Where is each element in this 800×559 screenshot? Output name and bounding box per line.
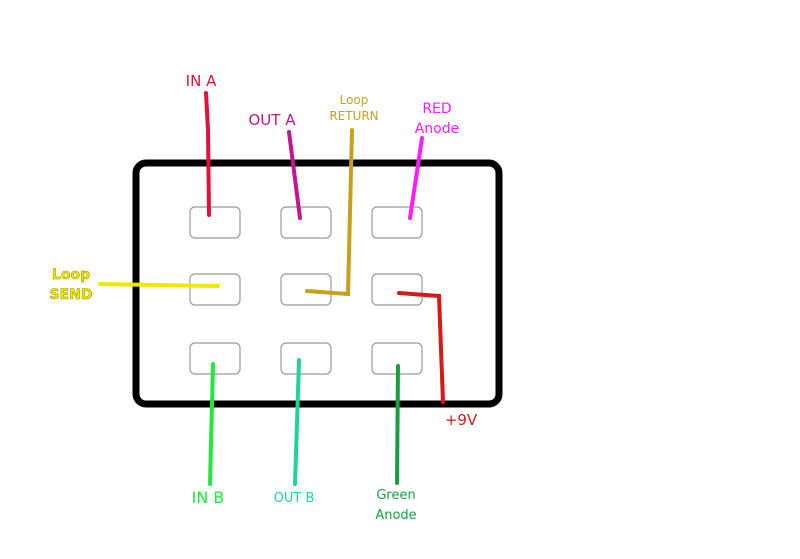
label-out-b: OUT B	[274, 491, 315, 506]
label-plus-9v: +9V	[445, 411, 478, 429]
label-out-a: OUT A	[249, 111, 297, 129]
label-loop-return-line1: Loop	[340, 93, 369, 107]
lug-1-2	[280, 206, 332, 239]
wire-in-a	[204, 91, 211, 217]
label-loop-send-line2: SEND	[50, 287, 93, 303]
label-loop-send-line1: Loop	[52, 267, 90, 283]
wire-out-b	[293, 358, 301, 486]
wire-plus-9v	[397, 291, 445, 404]
label-red-anode-line1: RED	[422, 101, 451, 117]
lug-1-1	[189, 206, 241, 239]
wire-loop-return	[305, 128, 354, 297]
lug-2-1	[189, 273, 241, 306]
label-green-anode-line1: Green	[376, 488, 415, 503]
label-loop-return-line2: RETURN	[329, 109, 378, 123]
wire-out-a	[287, 130, 302, 220]
lug-3-2	[280, 342, 332, 375]
label-green-anode-line2: Anode	[375, 508, 416, 523]
wire-in-b	[208, 362, 215, 486]
lug-1-3	[371, 206, 423, 239]
lug-3-1	[189, 342, 241, 375]
lug-2-3	[371, 273, 423, 306]
wire-green-anode	[395, 364, 400, 485]
wire-loop-send	[98, 282, 220, 288]
label-in-b: IN B	[192, 488, 225, 507]
wire-red-anode	[408, 136, 424, 220]
label-in-a: IN A	[186, 72, 217, 90]
label-red-anode-line2: Anode	[415, 121, 460, 137]
